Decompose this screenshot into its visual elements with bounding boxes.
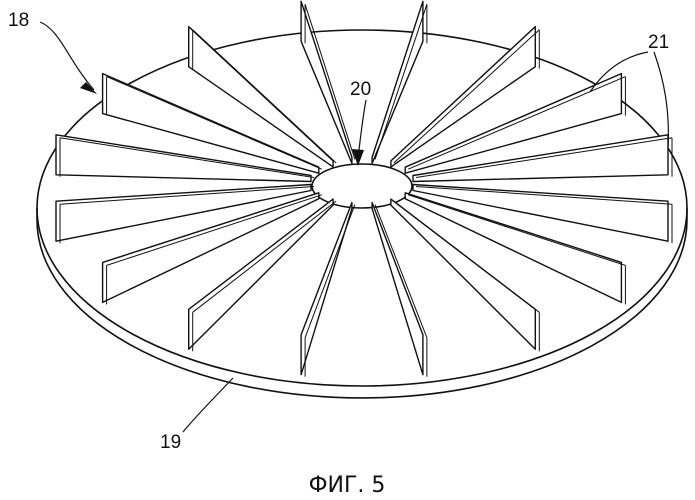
label-21: 21 xyxy=(648,32,669,53)
label-19: 19 xyxy=(160,432,181,453)
leader-18 xyxy=(40,22,94,90)
label-20: 20 xyxy=(350,79,371,100)
leader-20 xyxy=(358,100,366,158)
label-18: 18 xyxy=(8,10,29,31)
leader-19 xyxy=(183,378,233,432)
leader-21b xyxy=(654,52,668,148)
hub-opening xyxy=(312,164,412,208)
figure-caption: ФИГ. 5 xyxy=(309,473,386,498)
